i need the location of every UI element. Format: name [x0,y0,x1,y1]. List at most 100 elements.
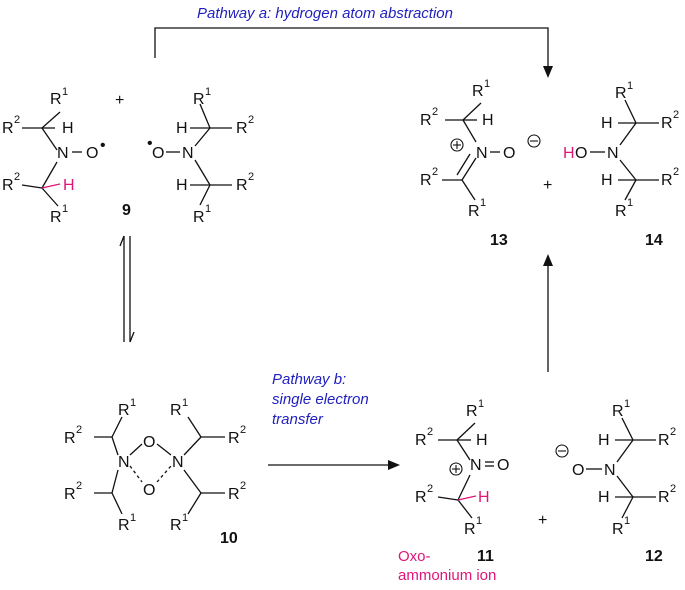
svg-text:1: 1 [205,86,211,98]
svg-text:2: 2 [673,166,679,178]
svg-text:R: R [193,209,205,226]
svg-text:O: O [143,482,155,499]
svg-text:R: R [658,432,670,449]
compound-11: R 1 R 2 H N O R 2 H R 1 [415,398,509,538]
svg-text:1: 1 [205,203,211,215]
compound-13: R 1 R 2 H N O R 2 R 1 [420,78,541,220]
svg-text:R: R [170,517,182,534]
svg-text:H: H [601,115,613,132]
svg-text:2: 2 [76,424,82,436]
compound-10: N N O O R 1 R 2 R 2 R 1 R 1 R 2 R 2 R 1 [64,397,246,534]
svg-text:2: 2 [427,483,433,495]
svg-text:1: 1 [484,78,490,90]
compound-number-9: 9 [122,202,131,219]
svg-text:H: H [478,489,490,506]
svg-text:O: O [152,145,164,162]
svg-text:2: 2 [432,166,438,178]
svg-text:H: H [598,432,610,449]
svg-text:N: N [607,145,619,162]
compound-number-12: 12 [645,548,663,565]
plus-sign-9: + [115,92,124,109]
svg-text:1: 1 [476,515,482,527]
svg-text:H: H [176,177,188,194]
svg-text:R: R [64,430,76,447]
svg-text:N: N [118,454,130,471]
svg-text:R: R [228,486,240,503]
svg-text:2: 2 [427,426,433,438]
svg-text:1: 1 [62,86,68,98]
svg-text:•: • [147,135,153,152]
svg-text:2: 2 [76,480,82,492]
svg-text:R: R [420,112,432,129]
svg-text:O: O [572,462,584,479]
svg-text:R: R [118,402,130,419]
pathway-a-arrow [154,27,553,78]
compound-number-14: 14 [645,232,663,249]
svg-text:2: 2 [670,483,676,495]
compound-number-13: 13 [490,232,508,249]
svg-text:2: 2 [240,424,246,436]
svg-text:O: O [143,434,155,451]
svg-text:2: 2 [248,114,254,126]
svg-text:R: R [612,403,624,420]
svg-text:R: R [64,486,76,503]
svg-text:R: R [661,172,673,189]
svg-text:R: R [236,177,248,194]
compound-9-left: R 2 R 1 H N O • R 2 H R 1 [2,86,106,226]
svg-text:O: O [497,457,509,474]
pathway-a-label: Pathway a: hydrogen atom abstraction [197,5,453,22]
plus-sign-13-14: + [543,177,552,194]
svg-text:2: 2 [670,426,676,438]
svg-text:N: N [604,462,616,479]
svg-text:2: 2 [248,171,254,183]
svg-text:2: 2 [673,109,679,121]
svg-text:H: H [63,177,75,194]
svg-text:N: N [470,457,482,474]
oxoammonium-label-1: Oxo- [398,548,431,565]
svg-text:N: N [476,145,488,162]
svg-text:H: H [598,489,610,506]
pathway-b-label-2: single electron [272,391,369,408]
compound-number-10: 10 [220,530,238,547]
svg-text:R: R [118,517,130,534]
svg-text:R: R [415,489,427,506]
svg-text:R: R [2,120,14,137]
svg-text:2: 2 [432,106,438,118]
compound-12: O N R 1 H R 2 H R 2 R 1 [555,398,676,538]
svg-text:1: 1 [478,398,484,410]
svg-text:1: 1 [624,515,630,527]
svg-text:R: R [468,203,480,220]
compound-number-11: 11 [477,548,494,565]
svg-text:R: R [415,432,427,449]
svg-text:H: H [601,172,613,189]
svg-text:N: N [172,454,184,471]
svg-text:1: 1 [130,397,136,409]
svg-text:1: 1 [182,512,188,524]
svg-text:R: R [50,91,62,108]
svg-text:R: R [2,177,14,194]
svg-text:1: 1 [130,512,136,524]
svg-text:•: • [100,137,106,154]
svg-text:R: R [658,489,670,506]
svg-text:1: 1 [62,203,68,215]
oxoammonium-label-2: ammonium ion [398,567,496,584]
svg-text:H: H [482,112,494,129]
svg-text:N: N [57,145,69,162]
svg-text:R: R [170,402,182,419]
svg-text:R: R [228,430,240,447]
svg-text:2: 2 [14,114,20,126]
pathway-b-arrow [268,460,400,470]
svg-text:R: R [615,203,627,220]
svg-text:1: 1 [182,397,188,409]
svg-text:R: R [612,521,624,538]
svg-text:R: R [236,120,248,137]
svg-text:N: N [182,145,194,162]
svg-text:R: R [661,115,673,132]
compound-9-right: • O N R 1 H R 2 H R 2 R 1 [147,86,254,226]
svg-text:R: R [420,172,432,189]
svg-text:1: 1 [624,398,630,410]
svg-text:1: 1 [627,197,633,209]
svg-text:2: 2 [240,480,246,492]
equilibrium-arrow [119,235,135,343]
